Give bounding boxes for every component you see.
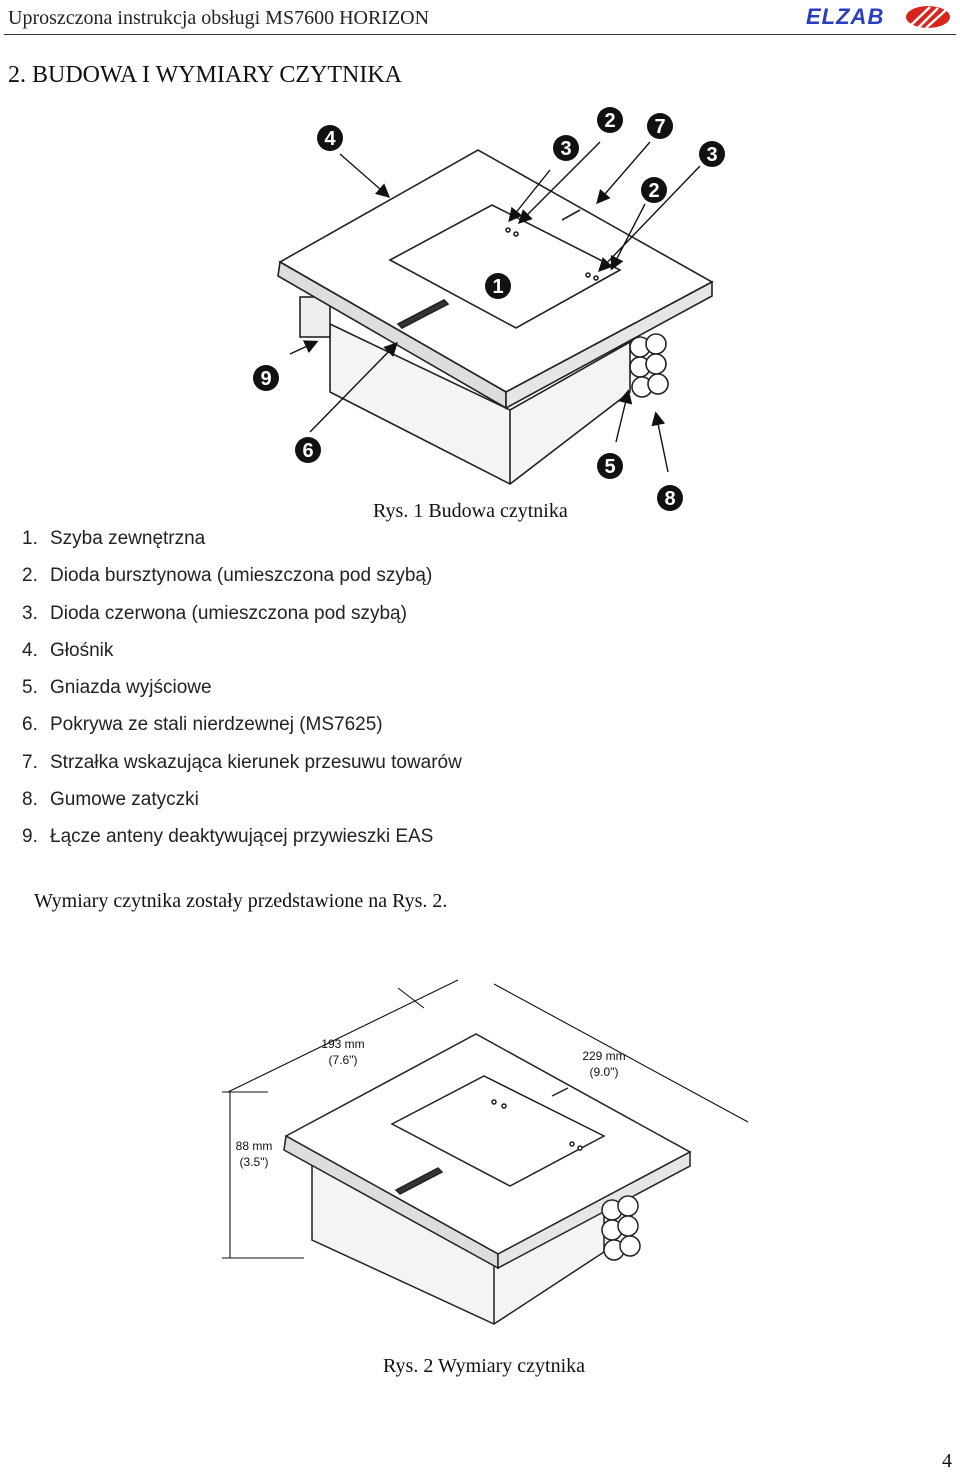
elzab-logo: ELZAB — [806, 4, 952, 32]
dimension-lines — [222, 979, 749, 1259]
parts-legend: 1.Szyba zewnętrzna 2.Dioda bursztynowa (… — [22, 526, 462, 862]
callout-5: 5 — [604, 456, 615, 478]
dim-height-in: (3.5") — [240, 1155, 269, 1169]
dimension-labels: 193 mm (7.6") 229 mm (9.0") 88 mm (3.5") — [236, 1037, 626, 1169]
header-title: Uproszczona instrukcja obsługi MS7600 HO… — [8, 7, 430, 29]
dimensions-paragraph: Wymiary czytnika zostały przedstawione n… — [34, 890, 448, 912]
section-title: 2. BUDOWA I WYMIARY CZYTNIKA — [8, 62, 402, 88]
legend-item: 5.Gniazda wyjściowe — [22, 677, 212, 699]
legend-item: 1.Szyba zewnętrzna — [22, 528, 206, 549]
legend-item: 9.Łącze anteny deaktywującej przywieszki… — [22, 826, 434, 848]
dim-height-mm: 88 mm — [236, 1139, 273, 1153]
figure1-caption: Rys. 1 Budowa czytnika — [373, 500, 568, 522]
dim-depth-mm: 229 mm — [582, 1049, 625, 1063]
logo-swoosh-icon — [906, 6, 950, 29]
callout-4: 4 — [324, 128, 336, 150]
callout-1: 1 — [492, 276, 503, 298]
scanner-body — [277, 149, 714, 485]
dim-depth-in: (9.0") — [590, 1065, 619, 1079]
output-ports — [629, 333, 669, 398]
figure-scanner-construction: 4 3 2 7 3 2 1 9 6 5 8 — [220, 92, 770, 520]
callout-8: 8 — [664, 488, 675, 510]
callout-3a: 3 — [560, 138, 571, 160]
callout-2a: 2 — [604, 110, 615, 132]
callout-7: 7 — [654, 116, 665, 138]
legend-item: 2.Dioda bursztynowa (umieszczona pod szy… — [22, 565, 433, 587]
legend-item: 8.Gumowe zatyczki — [22, 789, 199, 811]
header-rule — [4, 34, 956, 35]
dim-width-in: (7.6") — [329, 1053, 358, 1067]
callout-6: 6 — [302, 440, 313, 462]
callout-9: 9 — [260, 368, 271, 390]
page-number: 4 — [942, 1450, 952, 1472]
legend-item: 4.Głośnik — [22, 639, 114, 661]
callout-2b: 2 — [648, 180, 659, 202]
figure-scanner-dimensions: 193 mm (7.6") 229 mm (9.0") 88 mm (3.5") — [208, 972, 768, 1342]
callout-badges: 4 3 2 7 3 2 1 9 6 5 8 — [253, 107, 725, 511]
legend-item: 3.Dioda czerwona (umieszczona pod szybą) — [22, 602, 407, 624]
callout-3b: 3 — [706, 144, 717, 166]
legend-item: 7.Strzałka wskazująca kierunek przesuwu … — [22, 751, 462, 773]
logo-text: ELZAB — [806, 4, 885, 29]
dim-width-mm: 193 mm — [321, 1037, 364, 1051]
page-header: Uproszczona instrukcja obsługi MS7600 HO… — [0, 0, 960, 36]
callout-arrows — [289, 141, 701, 473]
figure2-caption: Rys. 2 Wymiary czytnika — [383, 1355, 586, 1377]
legend-item: 6.Pokrywa ze stali nierdzewnej (MS7625) — [22, 714, 383, 736]
scanner-outline — [283, 1033, 692, 1325]
